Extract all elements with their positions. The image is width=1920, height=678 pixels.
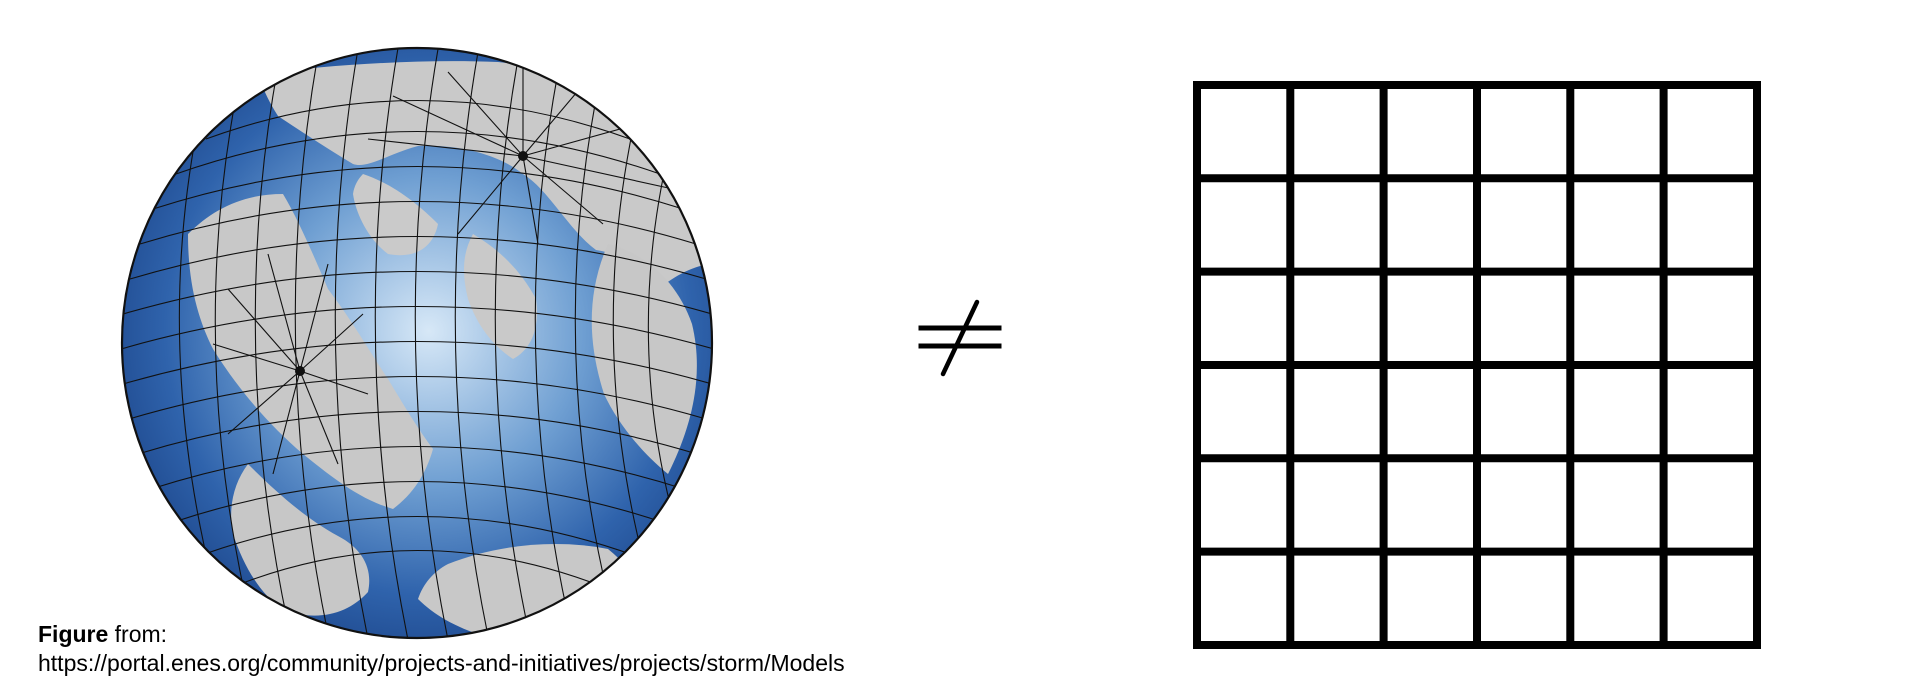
not-equal-icon [915,292,1005,382]
figure-caption: Figure from: https://portal.enes.org/com… [38,620,845,678]
curvilinear-grid-lines [122,48,712,638]
globe-outline [120,46,714,640]
regular-square-grid-figure [1190,80,1765,650]
regular-square-grid-icon [1193,81,1761,649]
pole-point-top [518,151,528,161]
caption-url-text: https://portal.enes.org/community/projec… [38,650,845,676]
globe-grid-figure [118,44,716,642]
land-masses [188,61,712,638]
caption-figure-word: Figure [38,621,109,647]
caption-title-line: Figure from: [38,620,845,649]
globe-curvilinear-grid-icon [120,46,714,640]
caption-from-text: from: [108,621,168,647]
pole-point-left [295,366,305,376]
